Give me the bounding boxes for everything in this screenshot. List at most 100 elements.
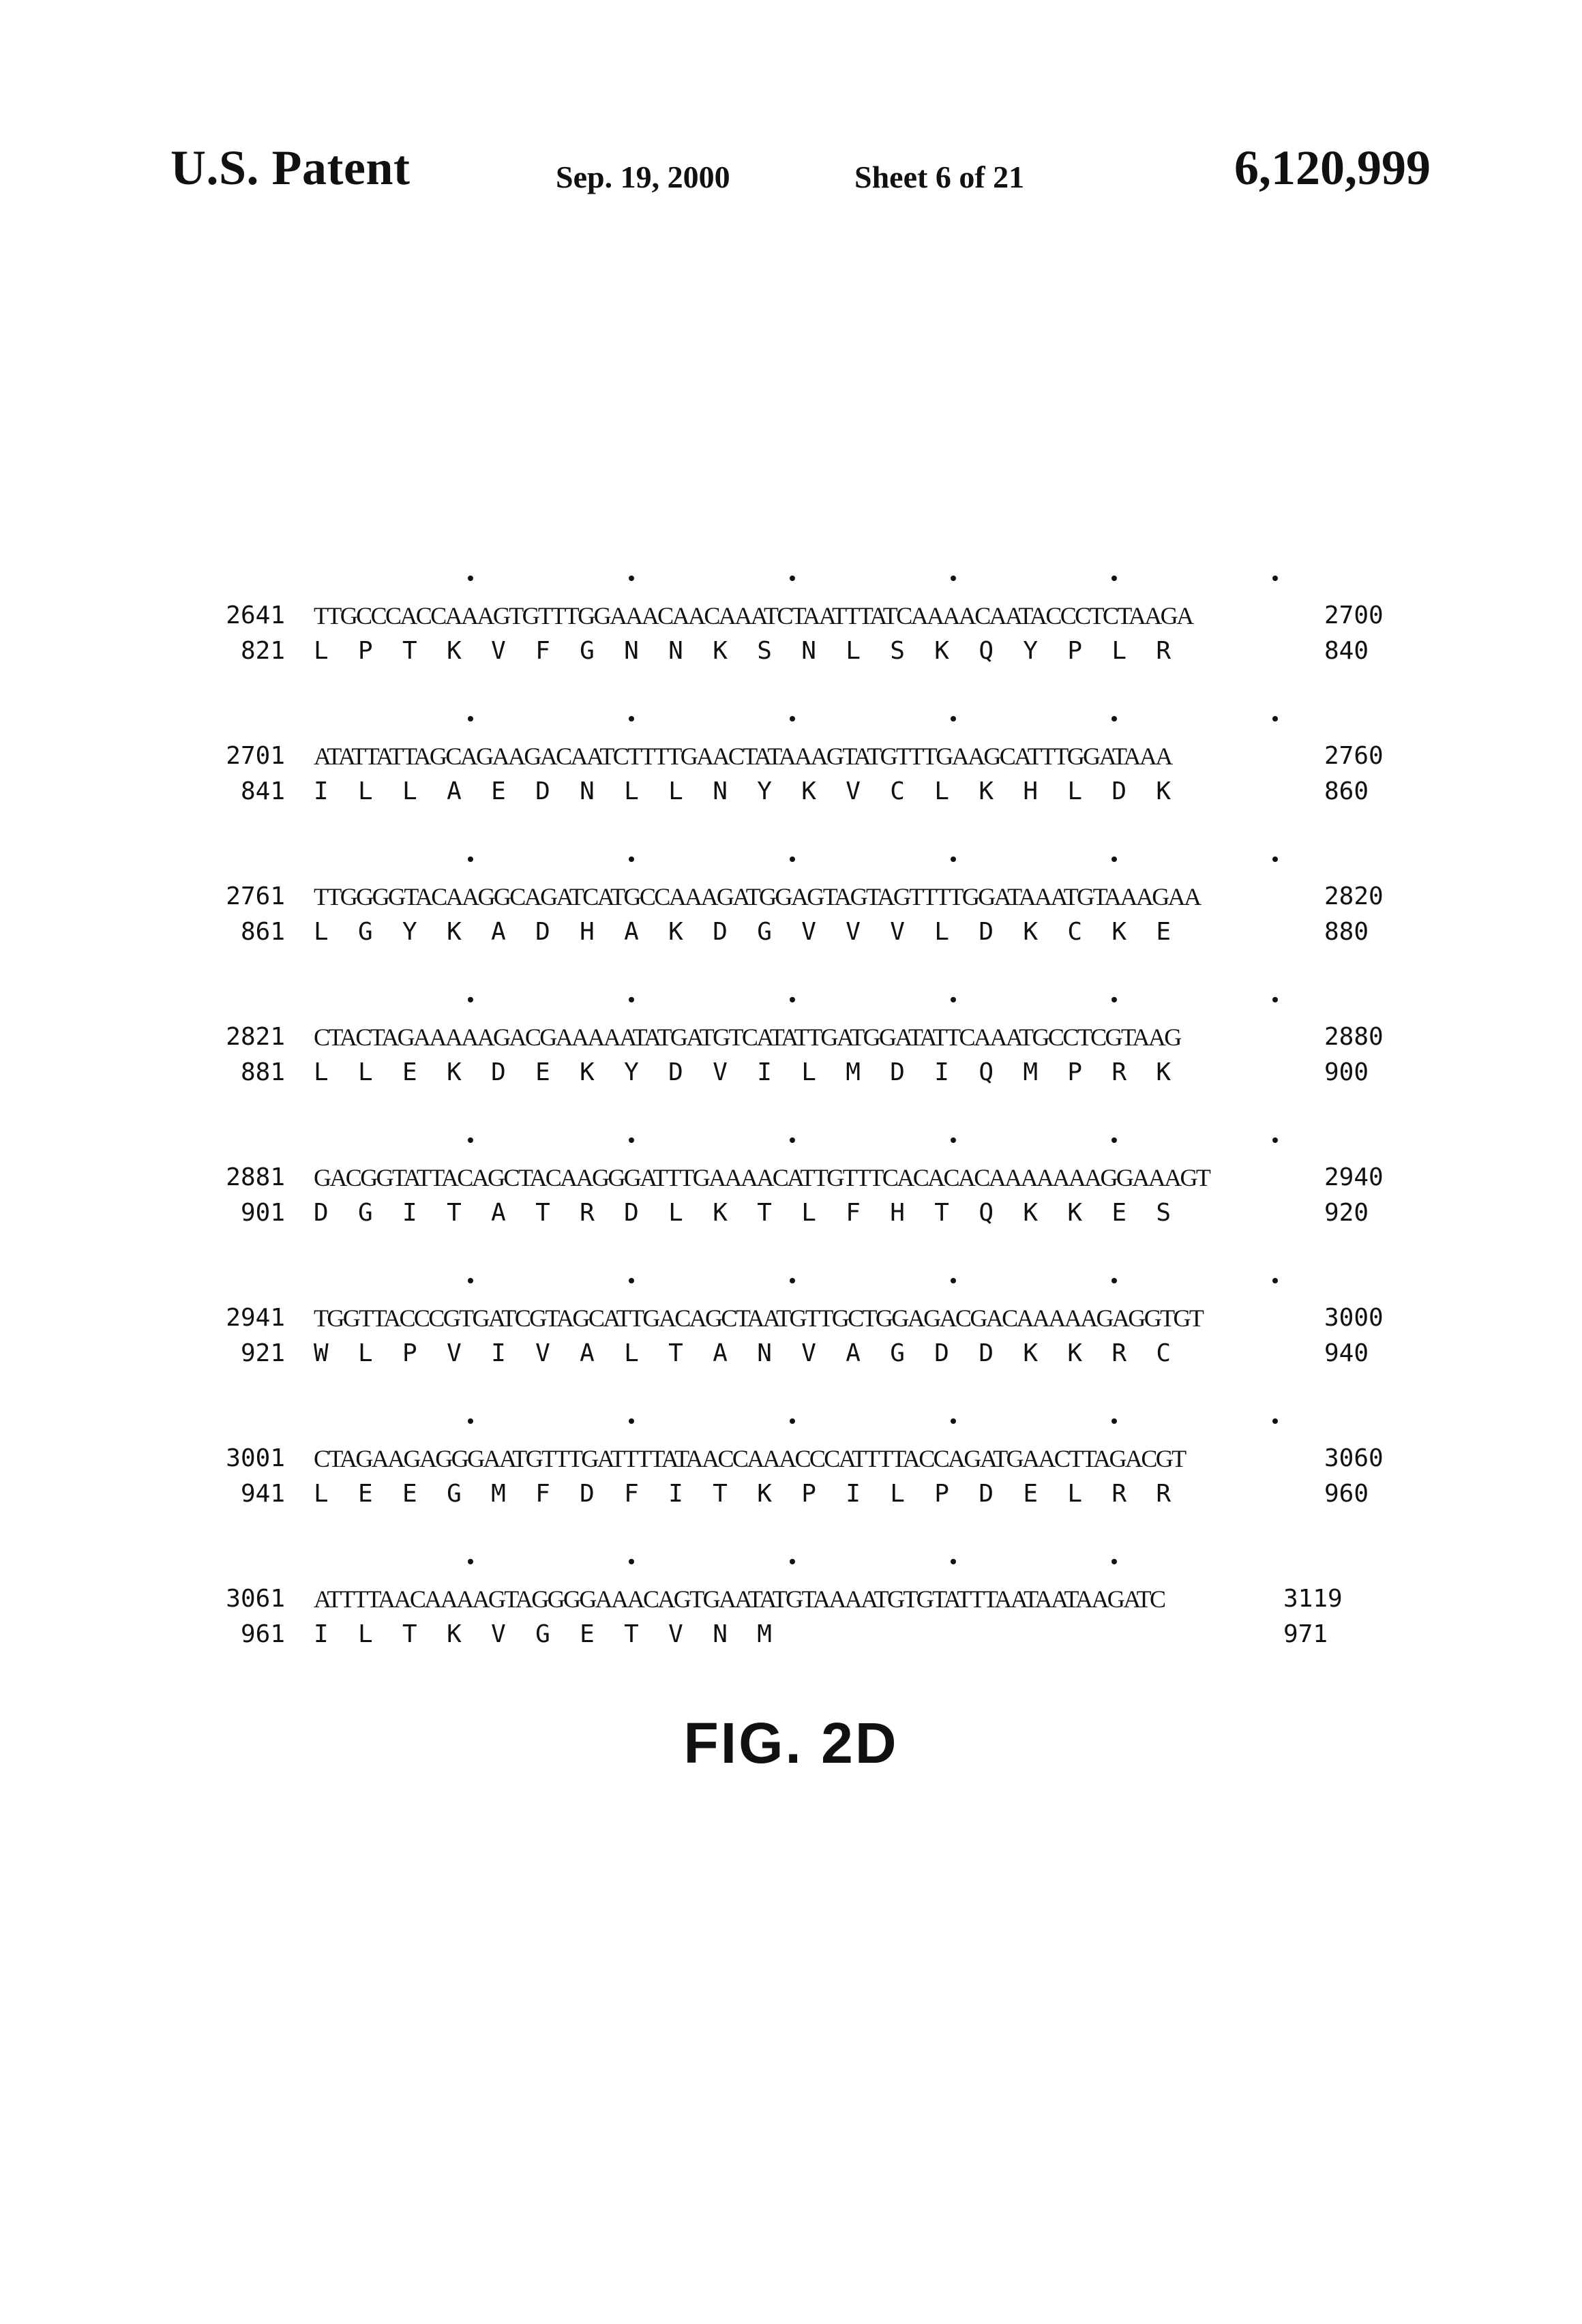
nucleotide-end: 2760 xyxy=(1324,739,1413,773)
nucleotide-sequence: GACGGTATTACAGCTACAAGGGATTTGAAAACATTGTTTC… xyxy=(314,1161,1282,1195)
sequence-block: 3061 ATTTTAACAAAAGTAGGGGAAACAGTGAATATGTA… xyxy=(0,1555,1582,1695)
ruler-dots xyxy=(314,571,1282,595)
amino-acid-end: 971 xyxy=(1283,1618,1372,1652)
amino-acid-sequence: L E E G M F D F I T K P I L P D E L R R xyxy=(314,1477,1282,1511)
sequence-block: 2881 GACGGTATTACAGCTACAAGGGATTTGAAAACATT… xyxy=(0,1133,1582,1274)
amino-acid-end: 900 xyxy=(1324,1056,1413,1090)
ruler-dot xyxy=(790,1137,795,1143)
amino-acid-sequence: I L L A E D N L L N Y K V C L K H L D K xyxy=(314,775,1282,809)
ruler-dot xyxy=(629,716,634,721)
nucleotide-sequence: ATTTTAACAAAAGTAGGGGAAACAGTGAATATGTAAAATG… xyxy=(314,1582,1282,1616)
ruler-dot xyxy=(629,1137,634,1143)
nucleotide-row: 2941 TGGTTACCCGTGATCGTAGCATTGACAGCTAATGT… xyxy=(0,1301,1582,1335)
ruler-dot xyxy=(951,716,956,721)
ruler-dot xyxy=(1111,576,1117,581)
amino-acid-row: 961 I L T K V G E T V N M 971 xyxy=(0,1618,1582,1652)
ruler-dot xyxy=(1111,1559,1117,1564)
nucleotide-end: 3060 xyxy=(1324,1442,1413,1476)
nucleotide-sequence: ATATTATTAGCAGAAGACAATCTTTTGAACTATAAAGTAT… xyxy=(314,739,1282,773)
ruler-dot xyxy=(951,1137,956,1143)
ruler-dot xyxy=(629,576,634,581)
ruler-dot xyxy=(629,1418,634,1424)
amino-acid-sequence: L L E K D E K Y D V I L M D I Q M P R K xyxy=(314,1056,1282,1090)
nucleotide-sequence: TGGTTACCCGTGATCGTAGCATTGACAGCTAATGTTGCTG… xyxy=(314,1301,1282,1335)
ruler-dot xyxy=(1111,997,1117,1002)
amino-acid-row: 861 L G Y K A D H A K D G V V V L D K C … xyxy=(0,915,1582,949)
ruler-dot xyxy=(1111,1278,1117,1283)
amino-acid-end: 940 xyxy=(1324,1337,1413,1371)
ruler-dot xyxy=(1272,1278,1278,1283)
amino-acid-row: 901 D G I T A T R D L K T L F H T Q K K … xyxy=(0,1196,1582,1230)
ruler-dot xyxy=(1272,576,1278,581)
ruler-dot xyxy=(951,1278,956,1283)
ruler-dot xyxy=(951,576,956,581)
nucleotide-end: 3000 xyxy=(1324,1301,1413,1335)
sequence-block: 2701 ATATTATTAGCAGAAGACAATCTTTTGAACTATAA… xyxy=(0,712,1582,852)
amino-acid-sequence: I L T K V G E T V N M xyxy=(314,1618,1282,1652)
nucleotide-start: 3001 xyxy=(205,1442,285,1476)
sequence-block: 2821 CTACTAGAAAAAGACGAAAAATATGATGTCATATT… xyxy=(0,993,1582,1133)
amino-acid-start: 921 xyxy=(205,1337,285,1371)
amino-acid-start: 841 xyxy=(205,775,285,809)
ruler-dot xyxy=(1272,716,1278,721)
ruler-dot xyxy=(1272,1137,1278,1143)
nucleotide-start: 3061 xyxy=(205,1582,285,1616)
nucleotide-row: 2701 ATATTATTAGCAGAAGACAATCTTTTGAACTATAA… xyxy=(0,739,1582,773)
page-header: U.S. Patent Sep. 19, 2000 Sheet 6 of 21 … xyxy=(0,140,1582,201)
amino-acid-sequence: W L P V I V A L T A N V A G D D K K R C xyxy=(314,1337,1282,1371)
ruler-dots xyxy=(314,1414,1282,1437)
patent-date: Sep. 19, 2000 xyxy=(556,159,730,195)
ruler-dots xyxy=(314,852,1282,876)
nucleotide-row: 2881 GACGGTATTACAGCTACAAGGGATTTGAAAACATT… xyxy=(0,1161,1582,1195)
ruler-dot xyxy=(1272,997,1278,1002)
ruler-dot xyxy=(468,1559,473,1564)
sequence-block: 2761 TTGGGGTACAAGGCAGATCATGCCAAAGATGGAGT… xyxy=(0,852,1582,993)
amino-acid-sequence: L P T K V F G N N K S N L S K Q Y P L R xyxy=(314,634,1282,668)
nucleotide-sequence: TTGGGGTACAAGGCAGATCATGCCAAAGATGGAGTAGTAG… xyxy=(314,880,1282,914)
nucleotide-start: 2701 xyxy=(205,739,285,773)
ruler-dot xyxy=(951,997,956,1002)
ruler-dot xyxy=(1272,1418,1278,1424)
ruler-dot xyxy=(790,1278,795,1283)
ruler-dot xyxy=(951,1418,956,1424)
nucleotide-end: 2700 xyxy=(1324,599,1413,633)
ruler-dot xyxy=(790,1559,795,1564)
ruler-dot xyxy=(629,997,634,1002)
ruler-dot xyxy=(1111,716,1117,721)
sequence-block: 2641 TTGCCCACCAAAGTGTTTGGAAACAACAAATCTAA… xyxy=(0,571,1582,712)
ruler-dot xyxy=(1272,856,1278,862)
ruler-dot xyxy=(951,856,956,862)
ruler-dot xyxy=(790,576,795,581)
amino-acid-row: 941 L E E G M F D F I T K P I L P D E L … xyxy=(0,1477,1582,1511)
nucleotide-sequence: TTGCCCACCAAAGTGTTTGGAAACAACAAATCTAATTTAT… xyxy=(314,599,1282,633)
nucleotide-start: 2761 xyxy=(205,880,285,914)
amino-acid-row: 841 I L L A E D N L L N Y K V C L K H L … xyxy=(0,775,1582,809)
nucleotide-end: 2880 xyxy=(1324,1020,1413,1054)
amino-acid-start: 941 xyxy=(205,1477,285,1511)
nucleotide-start: 2821 xyxy=(205,1020,285,1054)
amino-acid-start: 821 xyxy=(205,634,285,668)
nucleotide-end: 2820 xyxy=(1324,880,1413,914)
amino-acid-sequence: D G I T A T R D L K T L F H T Q K K E S xyxy=(314,1196,1282,1230)
sheet-number: Sheet 6 of 21 xyxy=(854,159,1024,195)
amino-acid-end: 920 xyxy=(1324,1196,1413,1230)
ruler-dot xyxy=(468,1278,473,1283)
ruler-dot xyxy=(1111,856,1117,862)
amino-acid-start: 861 xyxy=(205,915,285,949)
nucleotide-start: 2641 xyxy=(205,599,285,633)
nucleotide-start: 2881 xyxy=(205,1161,285,1195)
nucleotide-row: 2821 CTACTAGAAAAAGACGAAAAATATGATGTCATATT… xyxy=(0,1020,1582,1054)
ruler-dot xyxy=(468,716,473,721)
nucleotide-row: 3001 CTAGAAGAGGGAATGTTTGATTTTATAACCAAACC… xyxy=(0,1442,1582,1476)
amino-acid-start: 881 xyxy=(205,1056,285,1090)
ruler-dot xyxy=(790,1418,795,1424)
amino-acid-sequence: L G Y K A D H A K D G V V V L D K C K E xyxy=(314,915,1282,949)
nucleotide-end: 3119 xyxy=(1283,1582,1372,1616)
amino-acid-start: 901 xyxy=(205,1196,285,1230)
sequence-block: 2941 TGGTTACCCGTGATCGTAGCATTGACAGCTAATGT… xyxy=(0,1274,1582,1414)
ruler-dot xyxy=(1111,1418,1117,1424)
ruler-dot xyxy=(629,1559,634,1564)
patent-label: U.S. Patent xyxy=(170,140,410,196)
ruler-dot xyxy=(790,716,795,721)
ruler-dot xyxy=(790,856,795,862)
